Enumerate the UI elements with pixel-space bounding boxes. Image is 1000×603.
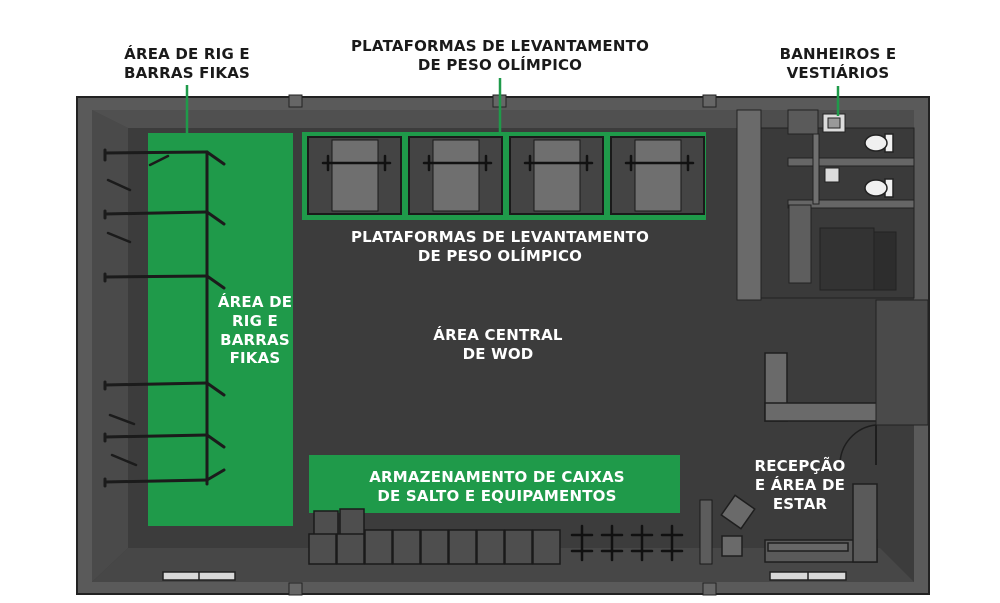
chair-icon (720, 494, 756, 557)
restrooms-block (736, 109, 915, 301)
lifting-platform (307, 136, 402, 215)
rig-area-floor (148, 133, 293, 526)
top-wall-face (92, 110, 914, 128)
callout-lines (185, 78, 840, 134)
door-icon (839, 424, 877, 466)
reception-counter (764, 352, 883, 422)
storage-area-label: ARMAZENAMENTO DE CAIXAS DE SALTO E EQUIP… (369, 468, 625, 505)
wall-pillar (702, 94, 717, 108)
rig-area-callout-label: ÁREA DE RIG E BARRAS FIKAS (123, 45, 251, 82)
storage-area-floor (309, 455, 680, 513)
rig-area-floor-label: ÁREA DE RIG E BARRAS FIKAS (217, 293, 293, 368)
sofa-icon (764, 483, 878, 563)
lifting-platform (509, 136, 604, 215)
left-wall-face (92, 110, 128, 582)
reception-label: RECEPÇÃO E ÁREA DE ESTAR (754, 457, 846, 513)
right-lower-wall (875, 299, 929, 426)
platforms-floor-label: PLATAFORMAS DE LEVANTAMENTO DE PESO OLÍM… (350, 228, 650, 265)
pull-up-rig (103, 148, 226, 488)
barbell-icon (321, 154, 695, 172)
wall-pillar (702, 582, 717, 596)
platforms-callout-label: PLATAFORMAS DE LEVANTAMENTO DE PESO OLÍM… (350, 37, 650, 74)
dumbbell-rack (570, 524, 684, 562)
wall-pillar (288, 94, 303, 108)
pull-up-bar-icon (106, 154, 170, 467)
lifting-platform (610, 136, 705, 215)
wall-pillar (288, 582, 303, 596)
toilet-icon (864, 133, 894, 198)
equipment-rack (699, 499, 713, 565)
restrooms-callout-label: BANHEIROS E VESTIÁRIOS (779, 45, 897, 82)
plyo-box-icon (308, 508, 561, 565)
lifting-platform (408, 136, 503, 215)
sink-icon (822, 113, 846, 183)
central-wod-label: ÁREA CENTRAL DE WOD (433, 326, 563, 363)
window-icon (162, 571, 847, 581)
